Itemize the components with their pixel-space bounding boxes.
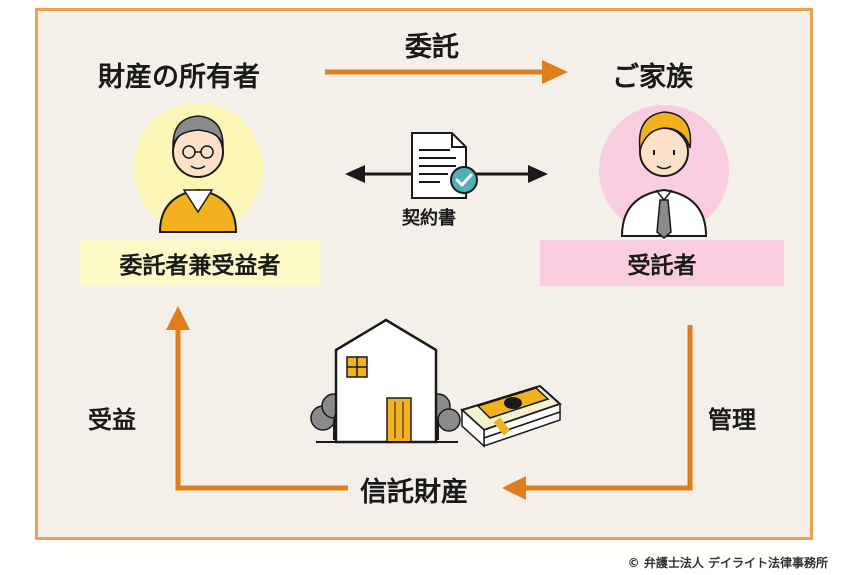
benefit-arrow — [166, 306, 348, 491]
copyright-notice: © 弁護士法人 デイライト法律事務所 — [627, 556, 828, 570]
entrust-label: 委託 — [405, 32, 459, 63]
money-stack-icon — [460, 384, 562, 448]
contract-label: 契約書 — [402, 208, 456, 229]
family-title: ご家族 — [612, 62, 693, 93]
entrust-arrow — [325, 60, 568, 84]
contract-document-icon — [411, 132, 478, 199]
owner-avatar — [133, 103, 263, 233]
benefit-label: 受益 — [88, 406, 136, 434]
family-role-label: 受託者 — [627, 253, 697, 279]
owner-role-box: 委託者兼受益者 — [80, 240, 320, 286]
family-avatar — [599, 105, 729, 239]
owner-title: 財産の所有者 — [98, 62, 260, 93]
trust-property-label: 信託財産 — [360, 477, 468, 508]
manage-label: 管理 — [708, 406, 756, 434]
manage-arrow — [502, 325, 693, 500]
family-role-box: 受託者 — [540, 240, 784, 286]
house-icon — [310, 318, 461, 444]
owner-role-label: 委託者兼受益者 — [119, 253, 281, 279]
